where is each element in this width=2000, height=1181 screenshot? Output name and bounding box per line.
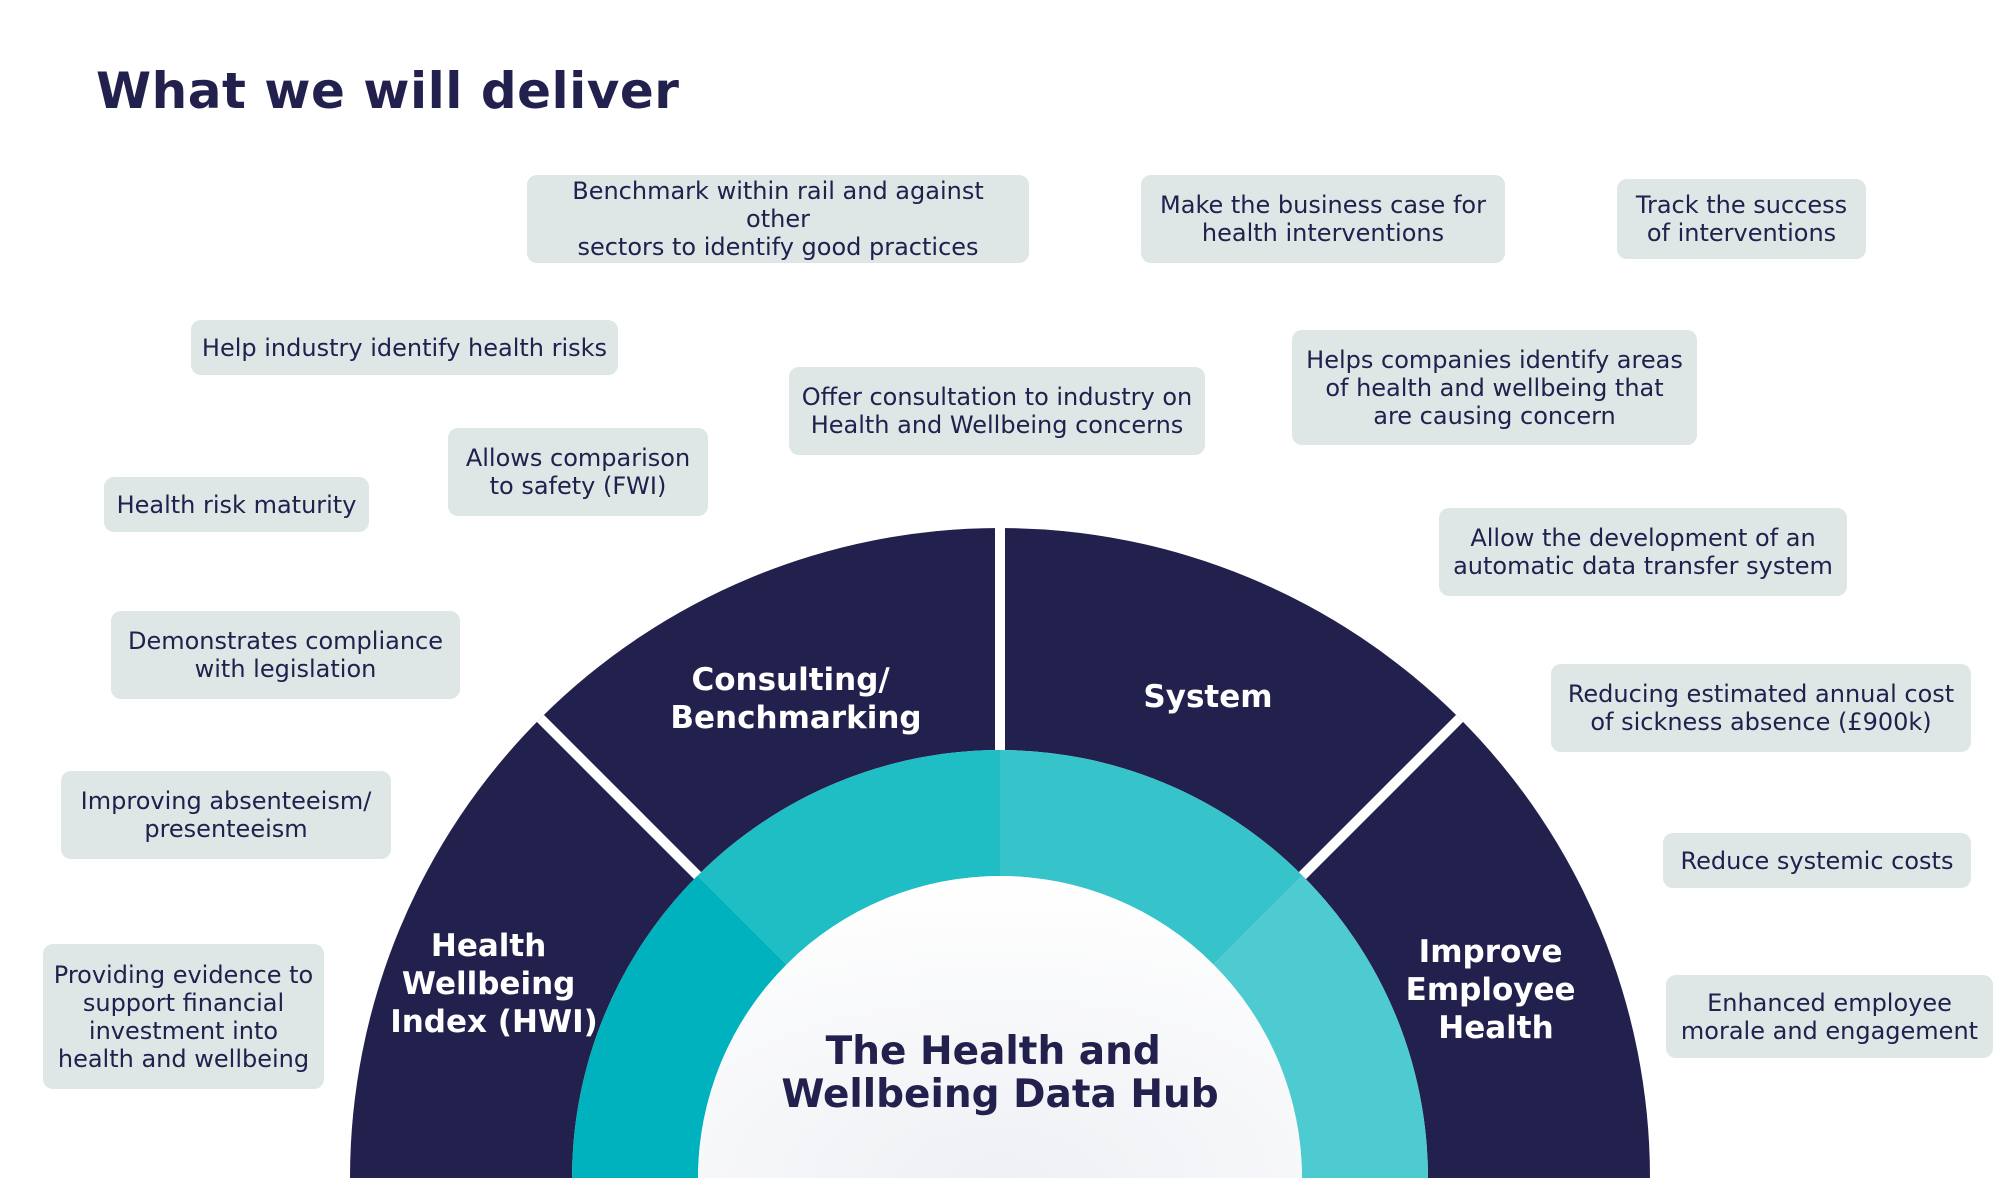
segment-consulting [540, 528, 1000, 876]
callout-offer-consultation: Offer consultation to industry on Health… [789, 367, 1205, 455]
callout-evidence: Providing evidence to support financial … [43, 944, 324, 1089]
callout-systemic-costs: Reduce systemic costs [1663, 833, 1971, 888]
divider-3 [1298, 714, 1464, 880]
callout-data-transfer: Allow the development of an automatic da… [1439, 508, 1847, 596]
callout-identify-areas: Helps companies identify areas of health… [1292, 330, 1697, 445]
teal-ring-segment-4 [1213, 875, 1428, 1178]
segment-label-consulting: Consulting/ Benchmarking [670, 662, 921, 736]
teal-ring-segment-3 [1000, 750, 1303, 965]
segment-label-improve-health: Improve Employee Health [1406, 934, 1587, 1046]
segment-improve-health [1302, 718, 1650, 1178]
callout-business-case: Make the business case for health interv… [1141, 175, 1505, 263]
teal-ring-segment-1 [572, 875, 787, 1178]
divider-1 [536, 714, 702, 880]
callout-absenteeism: Improving absenteeism/ presenteeism [61, 771, 391, 859]
callout-morale: Enhanced employee morale and engagement [1666, 975, 1993, 1058]
callout-reducing-cost: Reducing estimated annual cost of sickne… [1551, 664, 1971, 752]
callout-identify-risks: Help industry identify health risks [191, 320, 618, 375]
segment-label-hwi: Health Wellbeing Index (HWI) [390, 928, 598, 1040]
hub-title: The Health and Wellbeing Data Hub [781, 1029, 1218, 1117]
hub-center [698, 876, 1302, 1178]
callout-compliance: Demonstrates compliance with legislation [111, 611, 460, 699]
callout-benchmark: Benchmark within rail and against other … [527, 175, 1029, 263]
segment-hwi [350, 718, 698, 1178]
callout-track-success: Track the success of interventions [1617, 179, 1866, 259]
teal-ring-segment-2 [697, 750, 1000, 965]
callout-risk-maturity: Health risk maturity [104, 477, 369, 532]
callout-comparison-safety: Allows comparison to safety (FWI) [448, 428, 708, 516]
page-title: What we will deliver [96, 62, 680, 120]
segment-system [1000, 528, 1460, 876]
segment-label-system: System [1143, 679, 1272, 715]
